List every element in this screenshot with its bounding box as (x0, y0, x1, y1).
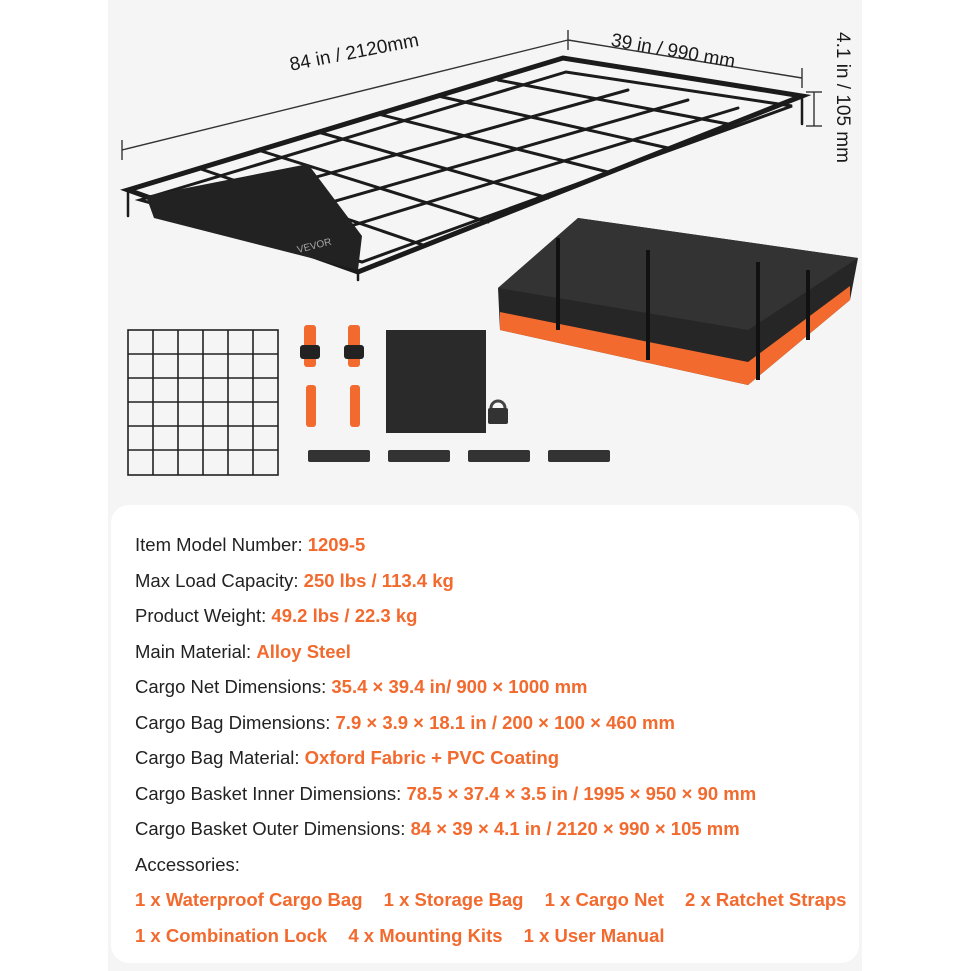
accessory-item: 1 x Waterproof Cargo Bag (135, 889, 363, 910)
spec-label: Cargo Bag Dimensions: (135, 711, 331, 733)
storage-bag-illustration (386, 330, 486, 433)
accessories-line-1: 1 x Waterproof Cargo Bag 1 x Storage Bag… (135, 882, 855, 918)
spec-list: Item Model Number: 1209-5 Max Load Capac… (135, 527, 855, 953)
cargo-net-illustration (127, 329, 279, 476)
product-illustration: VEVOR (120, 30, 858, 476)
spec-label: Cargo Basket Inner Dimensions: (135, 782, 402, 804)
spec-row-product-weight: Product Weight: 49.2 lbs / 22.3 kg (135, 598, 855, 634)
spec-row-cargo-bag-material: Cargo Bag Material: Oxford Fabric + PVC … (135, 740, 855, 776)
spec-label: Product Weight: (135, 605, 267, 626)
spec-value: 7.9 × 3.9 × 18.1 in / 200 × 100 × 460 mm (335, 711, 675, 733)
accessory-item: 1 x User Manual (523, 924, 665, 946)
accessory-item: 4 x Mounting Kits (348, 924, 503, 946)
spec-value: 84 × 39 × 4.1 in / 2120 × 990 × 105 mm (410, 818, 740, 839)
spec-value: Oxford Fabric + PVC Coating (304, 747, 560, 768)
spec-value: 1209-5 (307, 534, 366, 555)
accessory-item: 2 x Ratchet Straps (685, 889, 847, 910)
accessories-heading: Accessories: (135, 853, 240, 875)
cargo-bag-illustration (498, 218, 858, 385)
combination-lock-illustration (488, 399, 508, 424)
specifications-card: Item Model Number: 1209-5 Max Load Capac… (111, 505, 859, 963)
spec-value: 35.4 × 39.4 in/ 900 × 1000 mm (331, 676, 588, 697)
spec-value: 49.2 lbs / 22.3 kg (271, 605, 418, 626)
spec-row-basket-inner-dimensions: Cargo Basket Inner Dimensions: 78.5 × 37… (135, 776, 855, 812)
spec-label: Cargo Basket Outer Dimensions: (135, 818, 406, 839)
ratchet-straps-illustration (300, 325, 364, 427)
spec-row-cargo-bag-dimensions: Cargo Bag Dimensions: 7.9 × 3.9 × 18.1 i… (135, 705, 855, 741)
spec-value: 250 lbs / 113.4 kg (303, 569, 454, 591)
spec-label: Cargo Net Dimensions: (135, 676, 327, 697)
width-dimension-line (567, 39, 803, 88)
accessory-item: 1 x Combination Lock (135, 924, 328, 946)
spec-value: 78.5 × 37.4 × 3.5 in / 1995 × 950 × 90 m… (406, 782, 757, 804)
spec-label: Main Material: (135, 640, 252, 662)
spec-label: Item Model Number: (135, 534, 303, 555)
spec-row-main-material: Main Material: Alloy Steel (135, 634, 855, 670)
spec-row-cargo-net-dimensions: Cargo Net Dimensions: 35.4 × 39.4 in/ 90… (135, 669, 855, 705)
spec-row-model-number: Item Model Number: 1209-5 (135, 527, 855, 563)
height-dimension-line (806, 91, 822, 127)
accessory-item: 1 x Cargo Net (544, 889, 664, 910)
product-figure: VEVOR (108, 0, 862, 500)
spec-label: Cargo Bag Material: (135, 747, 300, 768)
wind-fairing (146, 164, 362, 270)
height-dimension-label: 4.1 in / 105 mm (832, 32, 853, 163)
spec-row-basket-outer-dimensions: Cargo Basket Outer Dimensions: 84 × 39 ×… (135, 811, 855, 847)
mounting-kits-illustration (308, 450, 610, 462)
spec-label: Max Load Capacity: (135, 569, 299, 591)
spec-value: Alloy Steel (256, 640, 351, 662)
accessory-item: 1 x Storage Bag (383, 889, 524, 910)
spec-row-max-load: Max Load Capacity: 250 lbs / 113.4 kg (135, 563, 855, 599)
accessories-line-2: 1 x Combination Lock 4 x Mounting Kits 1… (135, 918, 855, 954)
